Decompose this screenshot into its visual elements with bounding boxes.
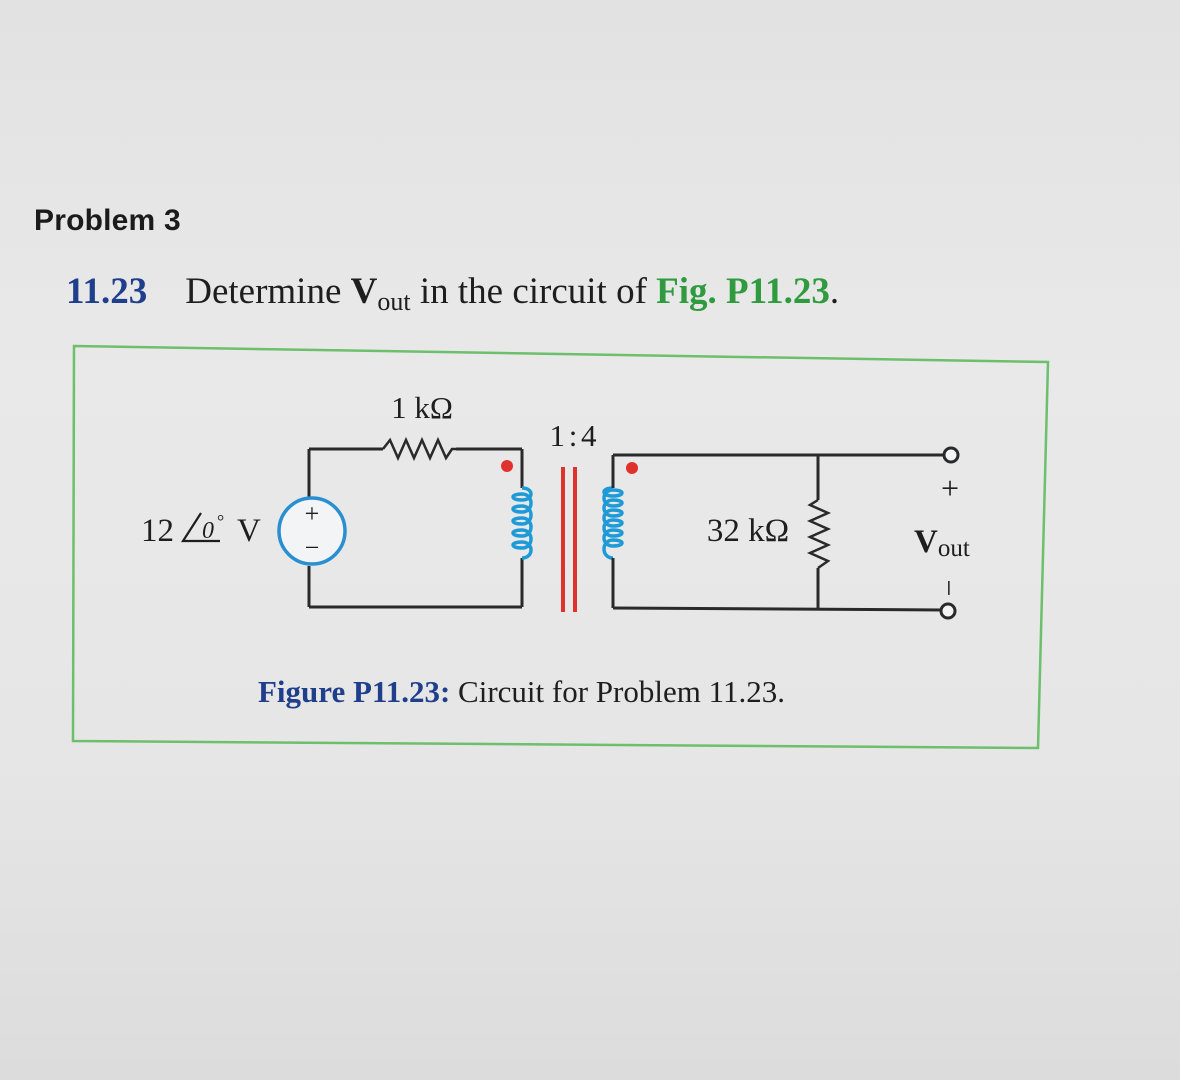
output-var-main: V xyxy=(914,524,938,560)
source-magnitude: 12 xyxy=(141,513,174,549)
problem-heading: Problem 3 xyxy=(34,204,181,237)
turns-ratio-label: 1 : 4 xyxy=(549,418,597,453)
secondary-polarity-dot xyxy=(626,462,638,474)
output-voltage-label: Vout xyxy=(914,524,970,562)
secondary-wires xyxy=(611,453,944,612)
figure-reference-link[interactable]: Fig. P11.23 xyxy=(656,271,830,312)
statement-period: . xyxy=(829,271,840,312)
figure-caption: Figure P11.23: Circuit for Problem 11.23… xyxy=(258,674,785,709)
output-terminal-top xyxy=(942,446,960,464)
problem-statement: 11.23 Determine Vout in the circuit of Fi… xyxy=(66,270,839,317)
output-minus: − xyxy=(932,580,965,597)
source-minus: − xyxy=(305,533,320,562)
secondary-coil xyxy=(602,486,624,560)
resistor-1k-label: 1 kΩ xyxy=(391,390,453,425)
output-plus: + xyxy=(941,470,959,506)
statement-text-after: in the circuit of xyxy=(410,271,657,312)
vout-subscript: out xyxy=(377,287,411,316)
statement-text-before: Determine xyxy=(185,271,351,312)
source-plus: + xyxy=(305,499,320,528)
resistor-32k-label: 32 kΩ xyxy=(707,513,789,549)
vout-main: V xyxy=(350,271,378,312)
primary-polarity-dot xyxy=(501,460,513,472)
angle-symbol xyxy=(180,512,220,543)
vout-variable: Vout xyxy=(350,271,411,316)
transformer-core xyxy=(561,467,577,612)
source-angle: 0 xyxy=(202,518,214,544)
caption-prefix: Figure P11.23: xyxy=(258,674,450,709)
voltage-source xyxy=(277,496,347,566)
source-degree: ° xyxy=(217,511,224,531)
primary-wires xyxy=(307,447,524,609)
figure-frame xyxy=(71,344,1050,750)
problem-number: 11.23 xyxy=(66,271,148,312)
resistor-32k xyxy=(806,498,832,570)
output-var-sub: out xyxy=(938,535,970,562)
resistor-1k xyxy=(382,436,456,462)
source-unit: V xyxy=(237,513,261,549)
output-terminal-bottom xyxy=(939,602,957,620)
primary-coil xyxy=(511,486,533,560)
caption-text: Circuit for Problem 11.23. xyxy=(450,674,785,709)
